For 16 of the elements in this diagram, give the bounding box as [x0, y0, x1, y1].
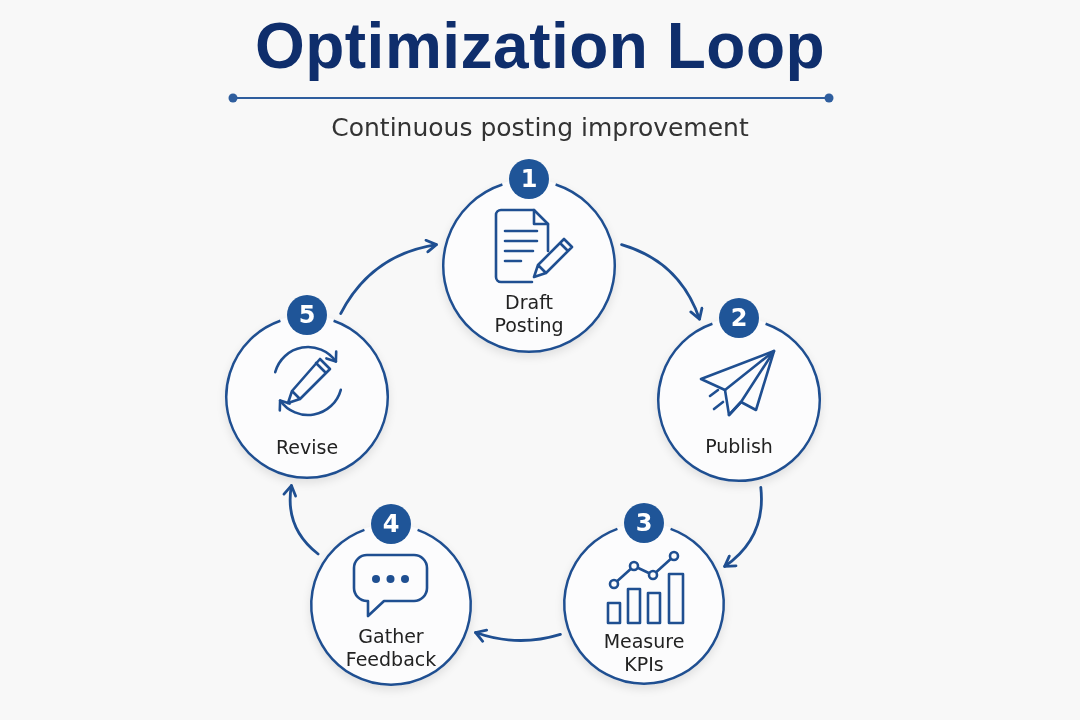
cycle-arrow: [474, 628, 562, 643]
subtitle: Continuous posting improvement: [331, 114, 749, 142]
cycle-arrow: [339, 239, 438, 315]
cycle-arrow: [282, 484, 320, 556]
cycle-arrow: [620, 243, 703, 321]
step-label: Draft Posting: [493, 291, 565, 337]
step-number: 3: [624, 503, 664, 543]
step-number: 4: [371, 504, 411, 544]
step-number: 1: [509, 159, 549, 199]
cycle-arrow: [723, 485, 763, 568]
step-label: Revise: [274, 436, 340, 459]
step-label: Measure KPIs: [602, 630, 686, 676]
step-label: Publish: [704, 435, 774, 458]
step-number: 2: [719, 298, 759, 338]
step-label: Gather Feedback: [344, 625, 438, 671]
step-number: 5: [287, 295, 327, 335]
